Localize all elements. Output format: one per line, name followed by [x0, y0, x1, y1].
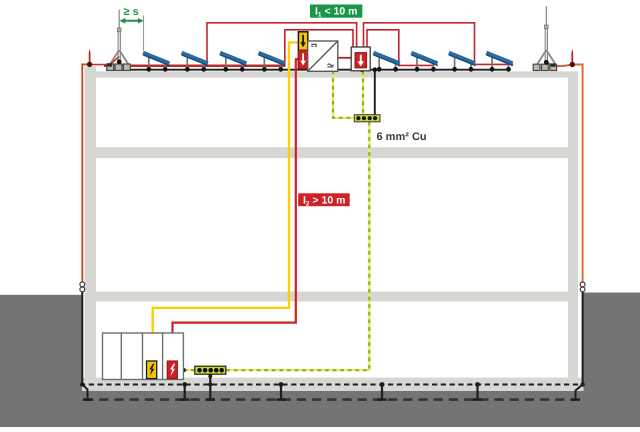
svg-text:I1 < 10 m: I1 < 10 m	[315, 6, 357, 19]
svg-text:6 mm² Cu: 6 mm² Cu	[377, 131, 427, 143]
svg-text:I2 > 10 m: I2 > 10 m	[303, 194, 345, 207]
svg-text:≥ s: ≥ s	[124, 6, 139, 18]
